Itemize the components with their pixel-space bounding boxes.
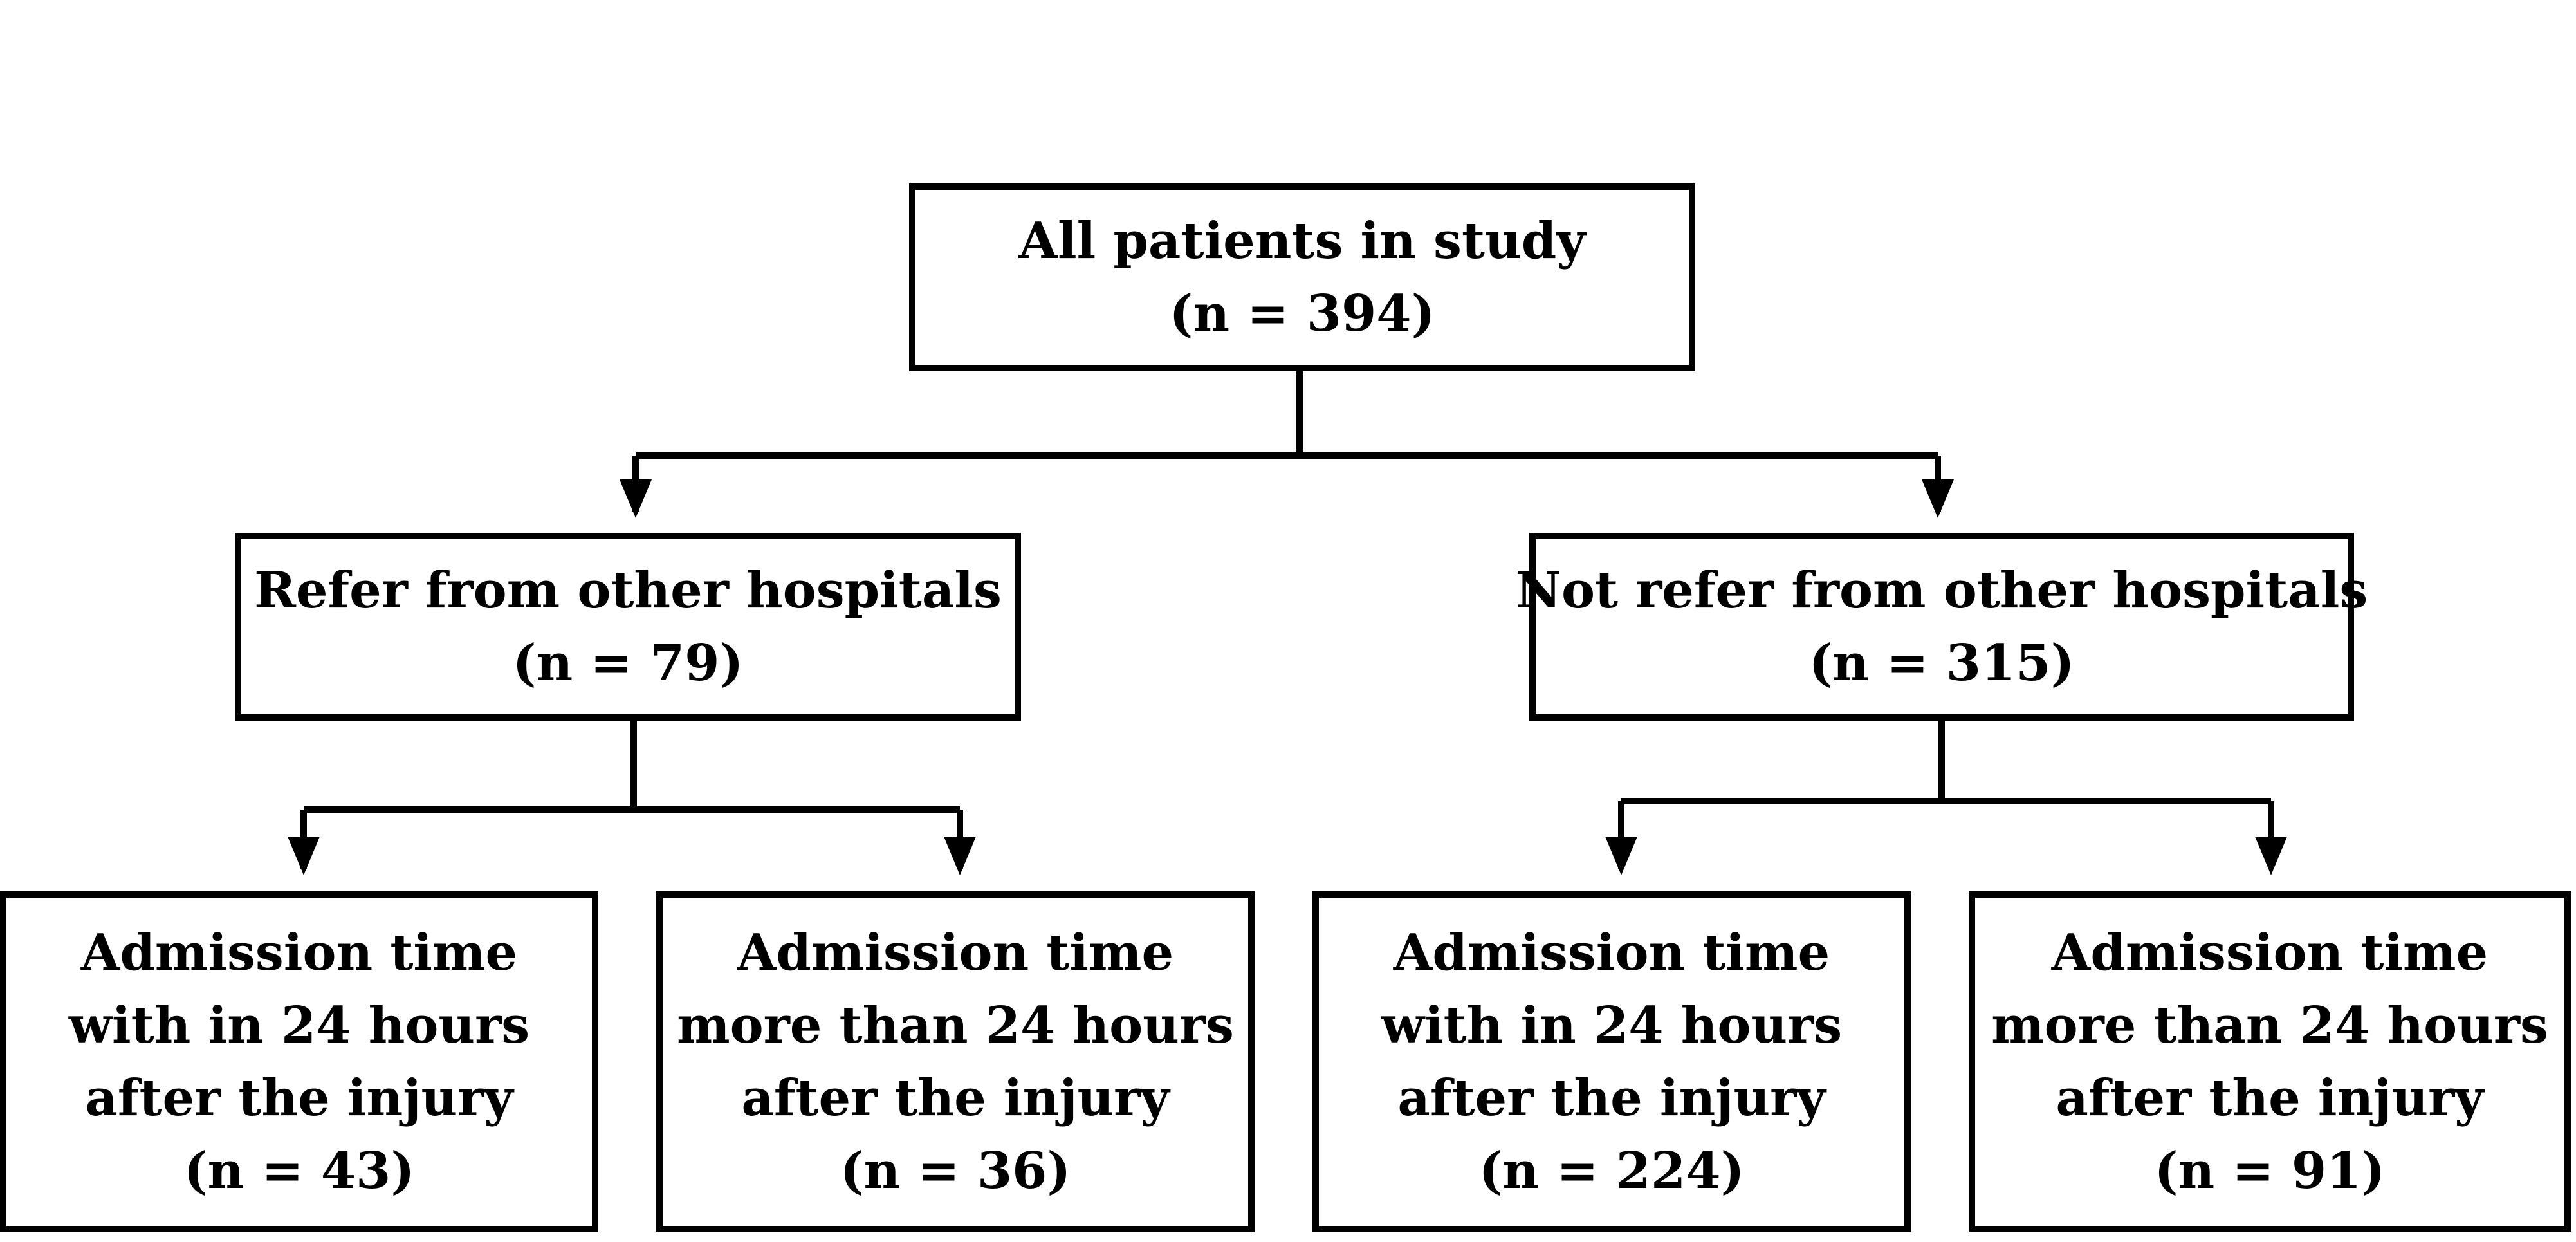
box-line: more than 24 hours xyxy=(677,996,1234,1055)
box-line: after the injury xyxy=(85,1069,513,1127)
box-line: after the injury xyxy=(2056,1069,2484,1127)
not-refer-count: (n = 315) xyxy=(1808,634,2075,692)
not-refer-box: Not refer from other hospitals (n = 315) xyxy=(1516,533,2368,721)
all-patients-title: All patients in study xyxy=(1018,212,1586,270)
refer-title: Refer from other hospitals xyxy=(254,561,1002,620)
box-count: (n = 43) xyxy=(183,1142,415,1200)
not-refer-within-24h-box: Admission time with in 24 hours after th… xyxy=(1312,891,1911,1232)
box-count: (n = 91) xyxy=(2154,1142,2386,1200)
box-line: Admission time xyxy=(2051,923,2489,982)
refer-count: (n = 79) xyxy=(512,634,744,692)
refer-within-24h-box: Admission time with in 24 hours after th… xyxy=(0,891,598,1232)
all-patients-count: (n = 394) xyxy=(1169,284,1435,343)
not-refer-over-24h-box: Admission time more than 24 hours after … xyxy=(1969,891,2571,1232)
box-line: after the injury xyxy=(1397,1069,1826,1127)
box-line: Admission time xyxy=(80,923,518,982)
box-line: Admission time xyxy=(737,923,1174,982)
box-count: (n = 224) xyxy=(1478,1142,1745,1200)
box-line: with in 24 hours xyxy=(68,996,530,1055)
box-line: more than 24 hours xyxy=(1991,996,2548,1055)
box-count: (n = 36) xyxy=(840,1142,1071,1200)
box-line: Admission time xyxy=(1393,923,1830,982)
all-patients-box: All patients in study (n = 394) xyxy=(909,183,1695,371)
refer-box: Refer from other hospitals (n = 79) xyxy=(235,533,1021,721)
not-refer-title: Not refer from other hospitals xyxy=(1515,561,2368,620)
refer-over-24h-box: Admission time more than 24 hours after … xyxy=(656,891,1255,1232)
box-line: with in 24 hours xyxy=(1381,996,1843,1055)
box-line: after the injury xyxy=(741,1069,1170,1127)
